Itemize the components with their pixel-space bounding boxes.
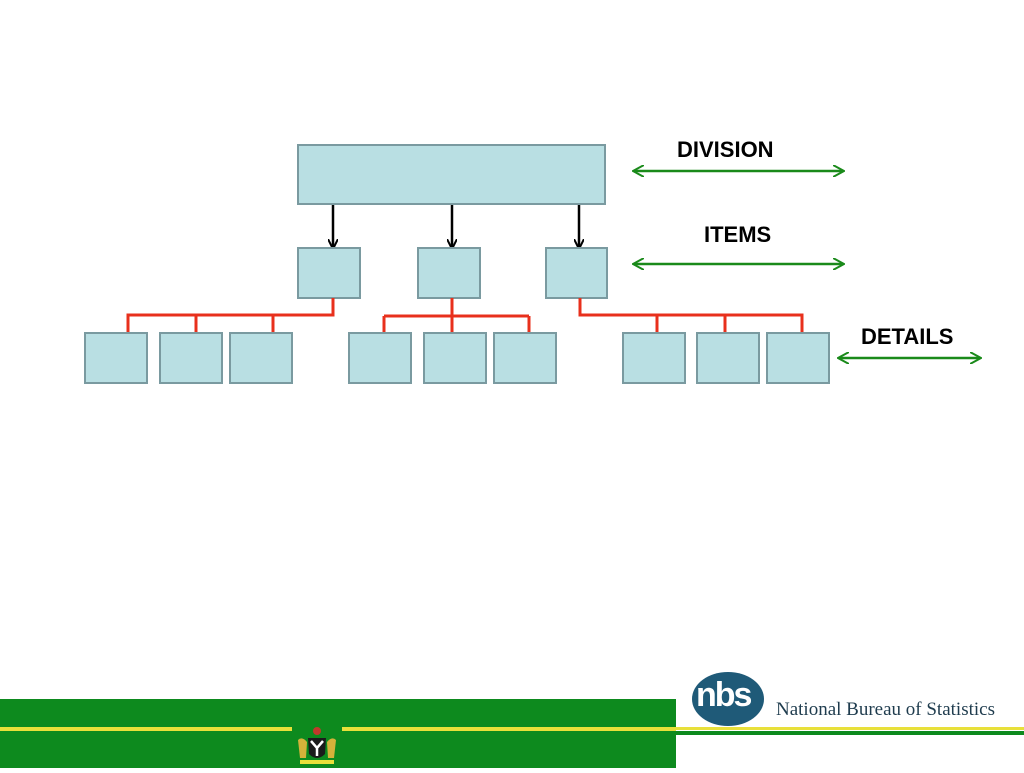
connector-group-3: [578, 298, 804, 332]
division-box: [297, 144, 606, 205]
detail-box: [493, 332, 557, 384]
connector-group-1: [126, 298, 335, 332]
detail-box: [84, 332, 148, 384]
division-label: DIVISION: [677, 137, 774, 162]
details-label: DETAILS: [861, 324, 954, 349]
item-box-1: [297, 247, 361, 299]
organization-name: National Bureau of Statistics: [776, 699, 995, 720]
item-box-3: [545, 247, 608, 299]
footer-thin-green-line: [676, 731, 1024, 735]
detail-box: [622, 332, 686, 384]
detail-box: [229, 332, 293, 384]
detail-box: [159, 332, 223, 384]
detail-box: [766, 332, 830, 384]
connector-group-2: [382, 298, 531, 332]
items-label: ITEMS: [704, 222, 772, 247]
detail-box: [423, 332, 487, 384]
item-box-2: [417, 247, 481, 299]
nbs-logo-text: nbs: [696, 676, 752, 714]
footer-thin-yellow-line: [676, 727, 1024, 730]
nbs-logo-icon: [692, 672, 764, 726]
detail-boxes: [84, 332, 830, 384]
detail-box: [348, 332, 412, 384]
coat-of-arms-icon: [292, 724, 342, 768]
detail-box: [696, 332, 760, 384]
